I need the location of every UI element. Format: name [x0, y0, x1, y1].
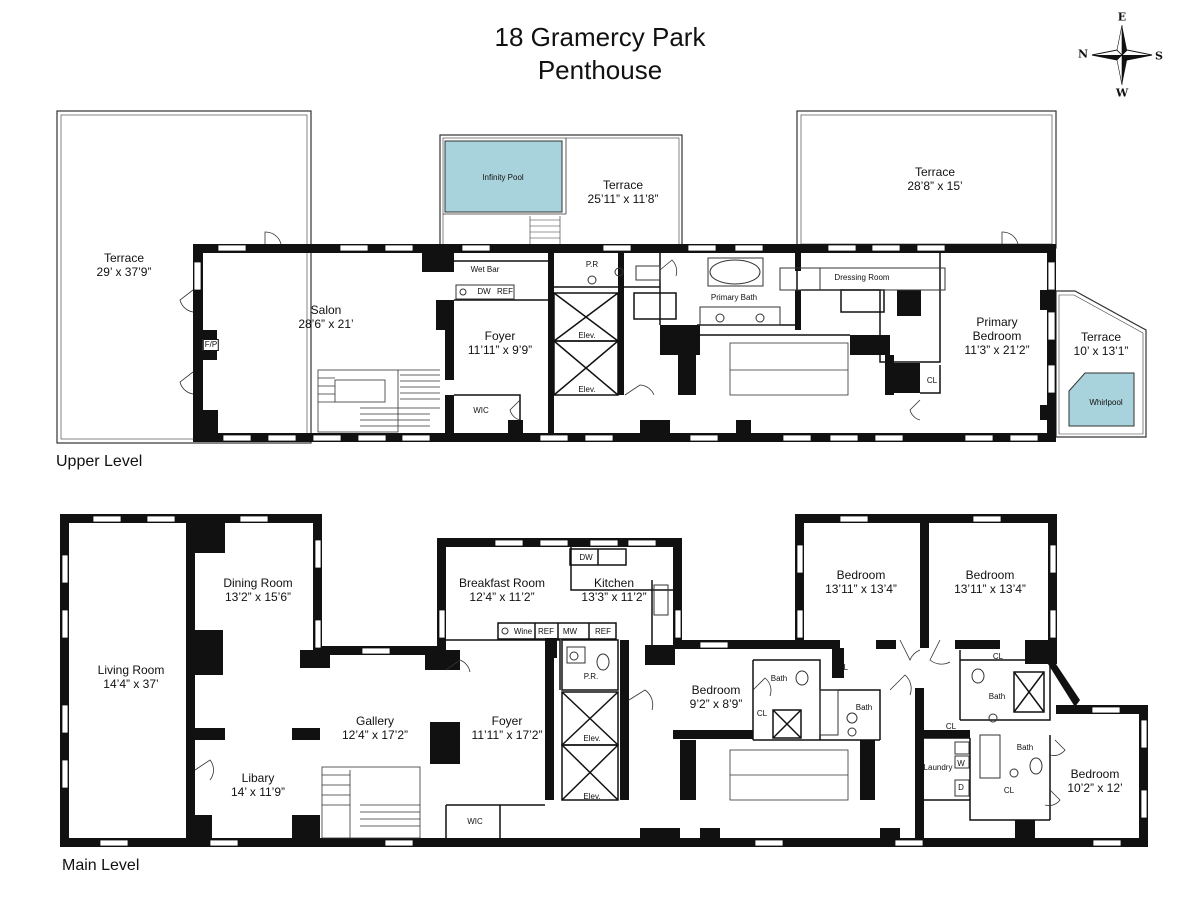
main-closet-3: CL [992, 652, 1004, 661]
plan-title-line1: 18 Gramercy Park [494, 22, 706, 52]
compass-south-label: S [1155, 49, 1163, 63]
compass-west-label: W [1115, 86, 1129, 100]
room-wet-bar: Wet Bar [470, 265, 500, 274]
fireplace: F/P [202, 339, 220, 351]
plan-title-line2: Penthouse [537, 55, 663, 85]
dryer: D [958, 783, 964, 792]
room-whirlpool: Whirlpool [1089, 398, 1123, 407]
main-closet-5: CL [1003, 786, 1015, 795]
upper-elevator-1: Elev. [578, 331, 596, 340]
upper-level-label: Upper Level [56, 453, 143, 470]
main-level-label: Main Level [62, 857, 140, 874]
room-bath-2: Bath [855, 703, 873, 712]
room-wic-upper: WIC [473, 406, 489, 415]
room-pr-upper: P.R [585, 260, 599, 269]
terrace-west-outline [56, 110, 312, 444]
room-bath-1: Bath [770, 674, 788, 683]
main-elevator-1: Elev. [583, 734, 601, 743]
washer: W [957, 759, 965, 768]
whirlpool [1068, 372, 1135, 427]
main-closet-2: CL [837, 663, 849, 672]
upper-elevator-2: Elev. [578, 385, 596, 394]
room-laundry: Laundry [923, 763, 953, 772]
upper-ref: REF [497, 287, 513, 296]
main-elevator-2: Elev. [583, 792, 601, 801]
room-primary-bath: Primary Bath [710, 293, 758, 302]
infinity-pool [444, 140, 563, 213]
room-wic-main: WIC [467, 817, 483, 826]
room-bath-4: Bath [1016, 743, 1034, 752]
main-ref-1: REF [538, 627, 554, 636]
room-infinity-pool: Infinity Pool [482, 173, 524, 182]
main-closet-1: CL [756, 709, 768, 718]
compass-rose [1091, 24, 1153, 86]
main-wine: Wine [513, 627, 533, 636]
upper-dw: DW [477, 287, 491, 296]
main-level-plan [60, 514, 1148, 847]
main-closet-4: CL [945, 722, 957, 731]
main-mw: MW [562, 627, 578, 636]
room-pr-main: P.R. [583, 672, 599, 681]
main-dw: DW [579, 553, 593, 562]
room-dressing-room: Dressing Room [834, 273, 890, 282]
upper-level-plan [56, 110, 1147, 444]
foyer-column [430, 722, 460, 764]
room-bath-3: Bath [988, 692, 1006, 701]
compass-north-label: N [1077, 47, 1089, 61]
upper-closet: CL [926, 376, 938, 385]
main-ref-2: REF [595, 627, 611, 636]
compass-east-label: E [1117, 10, 1127, 24]
